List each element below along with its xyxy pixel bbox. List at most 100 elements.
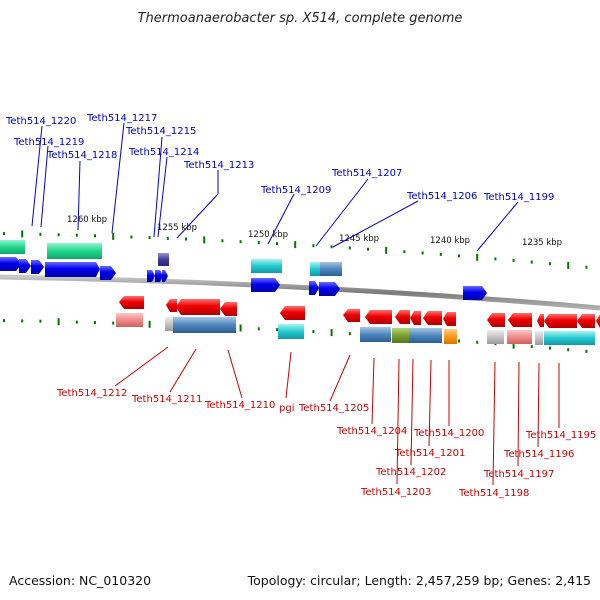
minor-tick <box>276 242 278 246</box>
kbp-label: 1250 kbp <box>248 230 288 240</box>
reverse-gene-arrow[interactable] <box>280 306 305 320</box>
gene-label[interactable]: Teth514_1212 <box>56 388 127 399</box>
minor-tick <box>148 236 151 240</box>
major-tick <box>476 253 479 261</box>
reverse-gene-arrow[interactable] <box>176 299 220 315</box>
gene-label[interactable]: Teth514_1198 <box>458 488 529 499</box>
forward-gene-arrow[interactable] <box>463 286 487 300</box>
reverse-gene-arrow[interactable] <box>410 311 421 325</box>
reverse-labels: Teth514_1212 Teth514_1211 Teth514_1210 p… <box>56 388 596 499</box>
cog-box[interactable] <box>360 327 391 342</box>
forward-gene-arrow[interactable] <box>251 278 280 292</box>
forward-gene-arrow[interactable] <box>319 282 340 296</box>
reverse-gene-arrow[interactable] <box>166 299 177 312</box>
cog-box[interactable] <box>278 324 304 339</box>
cog-box[interactable] <box>392 328 409 343</box>
reverse-gene-arrow[interactable] <box>544 314 577 328</box>
gene-label[interactable]: Teth514_1215 <box>125 126 196 137</box>
map-title: Thermoanaerobacter sp. X514, complete ge… <box>138 11 463 26</box>
forward-gene-arrow[interactable] <box>162 270 168 282</box>
forward-gene-arrow[interactable] <box>100 266 116 280</box>
gene-label[interactable]: Teth514_1218 <box>46 150 117 161</box>
cog-box[interactable] <box>535 331 543 345</box>
reverse-cog-boxes <box>116 313 595 345</box>
reverse-gene-arrow[interactable] <box>537 314 544 327</box>
cog-box[interactable] <box>409 328 442 343</box>
cog-box[interactable] <box>487 330 504 344</box>
gene-label[interactable]: Teth514_1220 <box>5 116 76 127</box>
cog-box[interactable] <box>47 243 102 259</box>
forward-gene-arrow[interactable] <box>31 260 44 274</box>
kbp-label: 1260 kbp <box>67 215 107 225</box>
kbp-label: 1235 kbp <box>522 238 562 248</box>
minor-tick <box>549 346 551 350</box>
reverse-gene-arrow[interactable] <box>365 310 392 324</box>
reverse-gene-arrow[interactable] <box>220 302 237 316</box>
reverse-gene-arrow[interactable] <box>596 314 600 328</box>
reverse-gene-arrow[interactable] <box>443 312 456 326</box>
gene-label[interactable]: Teth514_1217 <box>86 113 157 124</box>
minor-tick <box>585 265 588 269</box>
gene-label[interactable]: Teth514_1209 <box>260 185 331 196</box>
gene-label[interactable]: Teth514_1205 <box>298 403 369 414</box>
reverse-gene-arrow[interactable] <box>423 311 442 325</box>
gene-label[interactable]: Teth514_1201 <box>394 448 465 459</box>
reverse-gene-arrow[interactable] <box>343 309 360 322</box>
cog-box[interactable] <box>544 331 595 345</box>
cog-box[interactable] <box>165 317 173 331</box>
genome-backbone <box>0 274 600 311</box>
gene-label[interactable]: pgi <box>279 403 294 414</box>
gene-label[interactable]: Teth514_1211 <box>131 394 202 405</box>
reverse-gene-arrow[interactable] <box>119 296 144 309</box>
minor-tick <box>530 260 533 264</box>
gene-label[interactable]: Teth514_1207 <box>331 168 402 179</box>
gene-label[interactable]: Teth514_1213 <box>183 160 254 171</box>
major-tick <box>512 341 515 349</box>
gene-label[interactable]: Teth514_1210 <box>204 400 275 411</box>
reverse-gene-arrow[interactable] <box>395 310 410 324</box>
reverse-gene-arrow[interactable] <box>487 313 505 327</box>
gene-label[interactable]: Teth514_1197 <box>483 469 554 480</box>
gene-label[interactable]: Teth514_1204 <box>336 426 407 437</box>
minor-tick <box>330 245 333 249</box>
cog-box[interactable] <box>116 313 143 327</box>
minor-tick <box>221 239 224 243</box>
gene-label[interactable]: Teth514_1202 <box>375 467 446 478</box>
forward-gene-arrow[interactable] <box>45 262 100 277</box>
cog-box[interactable] <box>158 253 169 266</box>
cog-box[interactable] <box>507 330 532 344</box>
major-tick <box>567 261 570 269</box>
forward-cog-boxes <box>0 240 342 276</box>
major-tick <box>294 241 297 249</box>
gene-label[interactable]: Teth514_1199 <box>483 192 554 203</box>
minor-tick <box>185 237 187 241</box>
forward-gene-arrow[interactable] <box>147 270 155 282</box>
gene-label[interactable]: Teth514_1200 <box>413 428 484 439</box>
cog-box[interactable] <box>173 317 236 333</box>
minor-tick <box>21 319 24 323</box>
reverse-genes <box>119 296 600 328</box>
forward-gene-arrow[interactable] <box>19 259 31 273</box>
gene-label[interactable]: Teth514_1196 <box>503 449 574 460</box>
reverse-gene-arrow[interactable] <box>508 313 532 327</box>
reverse-gene-arrow[interactable] <box>577 314 595 328</box>
minor-tick <box>458 339 460 343</box>
cog-box[interactable] <box>444 329 457 344</box>
gene-label[interactable]: Teth514_1206 <box>406 191 477 202</box>
minor-tick <box>312 244 315 248</box>
forward-gene-arrow[interactable] <box>0 257 22 271</box>
forward-gene-arrow[interactable] <box>309 281 319 295</box>
forward-gene-arrow[interactable] <box>155 270 163 282</box>
gene-label[interactable]: Teth514_1203 <box>360 487 431 498</box>
cog-box[interactable] <box>310 262 320 276</box>
cog-box[interactable] <box>0 240 25 254</box>
gene-label[interactable]: Teth514_1214 <box>128 147 199 158</box>
gene-label[interactable]: Teth514_1195 <box>525 430 596 441</box>
major-tick <box>57 318 60 326</box>
upper-tick-row <box>3 230 588 269</box>
minor-tick <box>166 236 169 240</box>
cog-box[interactable] <box>251 259 282 273</box>
minor-tick <box>130 235 133 239</box>
cog-box[interactable] <box>320 262 342 276</box>
gene-label[interactable]: Teth514_1219 <box>13 137 84 148</box>
